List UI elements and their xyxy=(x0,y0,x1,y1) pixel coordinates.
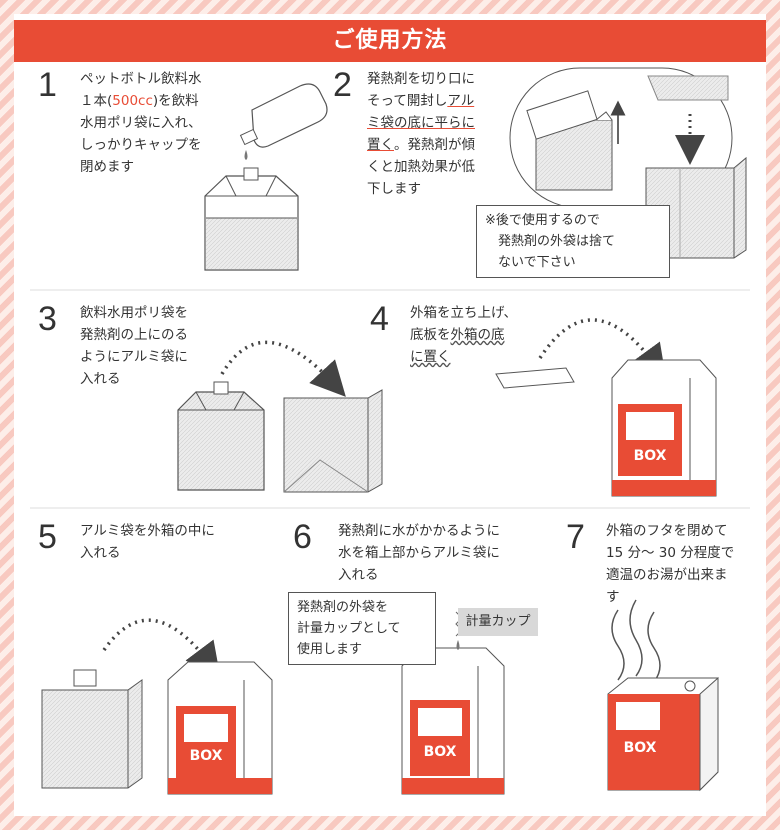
outer-box-illustration-5: BOX xyxy=(167,661,273,795)
outer-box-illustration-7: BOX xyxy=(607,676,719,792)
water-bag-illustration xyxy=(204,167,299,271)
step-2-emphasis: アル ミ袋の底に平らに 置く xyxy=(367,93,475,153)
step-1-volume: 500cc xyxy=(112,93,153,109)
step-3-text: 飲料水用ポリ袋を 発熱剤の上にのる ようにアルミ袋に 入れる xyxy=(80,305,188,387)
step-3-arrow xyxy=(220,340,346,397)
step-2-text: 発熱剤を切り口に そって開封しアル ミ袋の底に平らに 置く。発熱剤が傾 くと加熱… xyxy=(367,71,475,197)
step-3-number: 3 xyxy=(38,300,57,338)
step-4-arrow xyxy=(538,318,667,381)
step-6-number: 6 xyxy=(293,518,312,556)
speech-bubble: 発熱剤の外袋を 計量カップとして 使用します xyxy=(288,592,436,665)
step-5-arrow xyxy=(102,618,221,678)
step-4-number: 4 xyxy=(370,300,389,338)
step-7-number: 7 xyxy=(566,518,585,556)
box-brand-4: BOX xyxy=(634,448,667,464)
step-6-text: 発熱剤に水がかかるように 水を箱上部からアルミ袋に 入れる xyxy=(338,523,500,583)
note-box: ※後で使用するので 発熱剤の外袋は捨て ないで下さい xyxy=(476,205,670,278)
step-1-text: ペットボトル飲料水 １本(500cc)を飲料 水用ポリ袋に入れ、 しっかりキャッ… xyxy=(80,71,202,175)
outer-box-illustration-4: BOX xyxy=(611,359,717,497)
step-1-number: 1 xyxy=(38,66,57,104)
step-2-number: 2 xyxy=(333,66,352,104)
step-5-number: 5 xyxy=(38,518,57,556)
aluminum-bag-illustration xyxy=(645,156,747,259)
box-brand-7: BOX xyxy=(624,740,657,756)
aluminum-bag-illustration-3 xyxy=(283,389,383,493)
step-4-emphasis: 外箱の底 に置く xyxy=(410,327,505,365)
steam-icon xyxy=(611,599,661,683)
step-4-text: 外箱を立ち上げ、 底板を外箱の底 に置く xyxy=(410,305,518,365)
step-7-text: 外箱のフタを閉めて 15 分～ 30 分程度で 適温のお湯が出来ま す xyxy=(606,523,735,605)
box-brand-6: BOX xyxy=(424,744,457,760)
page-title: ご使用方法 xyxy=(14,20,766,62)
measuring-cup-label: 計量カップ xyxy=(458,608,538,636)
base-board-illustration xyxy=(495,367,575,389)
aluminum-bag-illustration-5 xyxy=(41,669,143,789)
step-5-text: アルミ袋を外箱の中に 入れる xyxy=(80,523,215,561)
box-brand-5: BOX xyxy=(190,748,223,764)
bottle-pour-illustration xyxy=(239,83,328,160)
outer-box-illustration-6: BOX xyxy=(401,640,505,795)
water-bag-illustration-3 xyxy=(177,381,265,491)
